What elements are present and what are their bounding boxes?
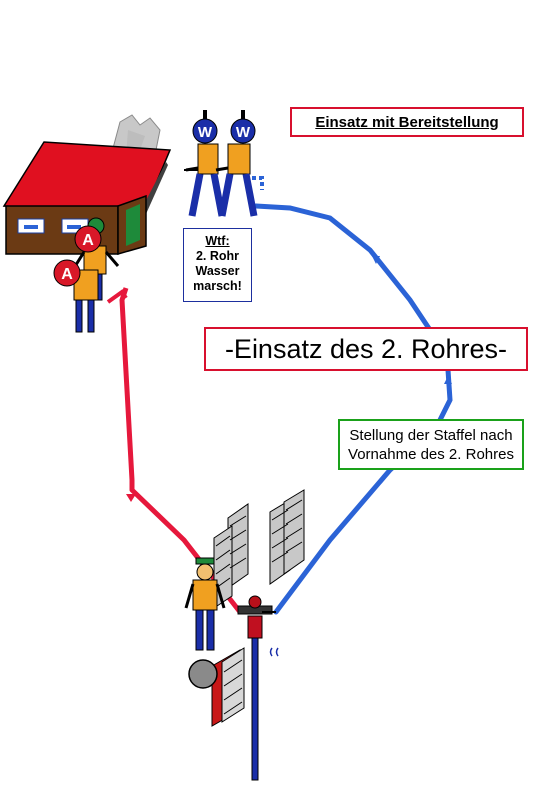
callout-line-4: marsch! [193, 279, 242, 293]
firefighter-hydrant [184, 557, 226, 651]
callout-line-2: 2. Rohr [195, 249, 240, 263]
firefighter-attack-1 [72, 217, 120, 301]
attack-marker-2: A [53, 259, 81, 287]
title-box: Einsatz mit Bereitstellung [290, 107, 524, 137]
title-text: Einsatz mit Bereitstellung [315, 114, 499, 131]
note-box: Stellung der Staffel nach Vornahme des 2… [338, 419, 524, 470]
water-marker-1: W [192, 110, 218, 144]
main-label-box: -Einsatz des 2. Rohres- [204, 327, 528, 371]
callout-line-3: Wasser [195, 264, 240, 278]
firefighter-water-2 [215, 143, 258, 217]
attack-label-1: A [82, 232, 94, 249]
attack-label-2: A [61, 266, 73, 283]
water-label-2: W [236, 124, 251, 141]
firefighter-water-1 [185, 143, 226, 217]
gray-ball [188, 659, 218, 689]
attack-marker-1: A [74, 225, 102, 253]
water-label-1: W [198, 124, 213, 141]
note-line-2: Vornahme des 2. Rohres [348, 446, 514, 463]
main-label-text: -Einsatz des 2. Rohres- [224, 334, 508, 364]
hydrant-standpipe [237, 595, 279, 781]
callout-box: Wtf: 2. Rohr Wasser marsch! [183, 228, 252, 302]
burning-house [2, 141, 172, 255]
brick-wall [211, 647, 245, 727]
callout-line-1: Wtf: [205, 234, 230, 248]
water-marker-2: W [230, 110, 256, 144]
red-hose-line [106, 287, 242, 614]
note-line-1: Stellung der Staffel nach [349, 427, 513, 444]
